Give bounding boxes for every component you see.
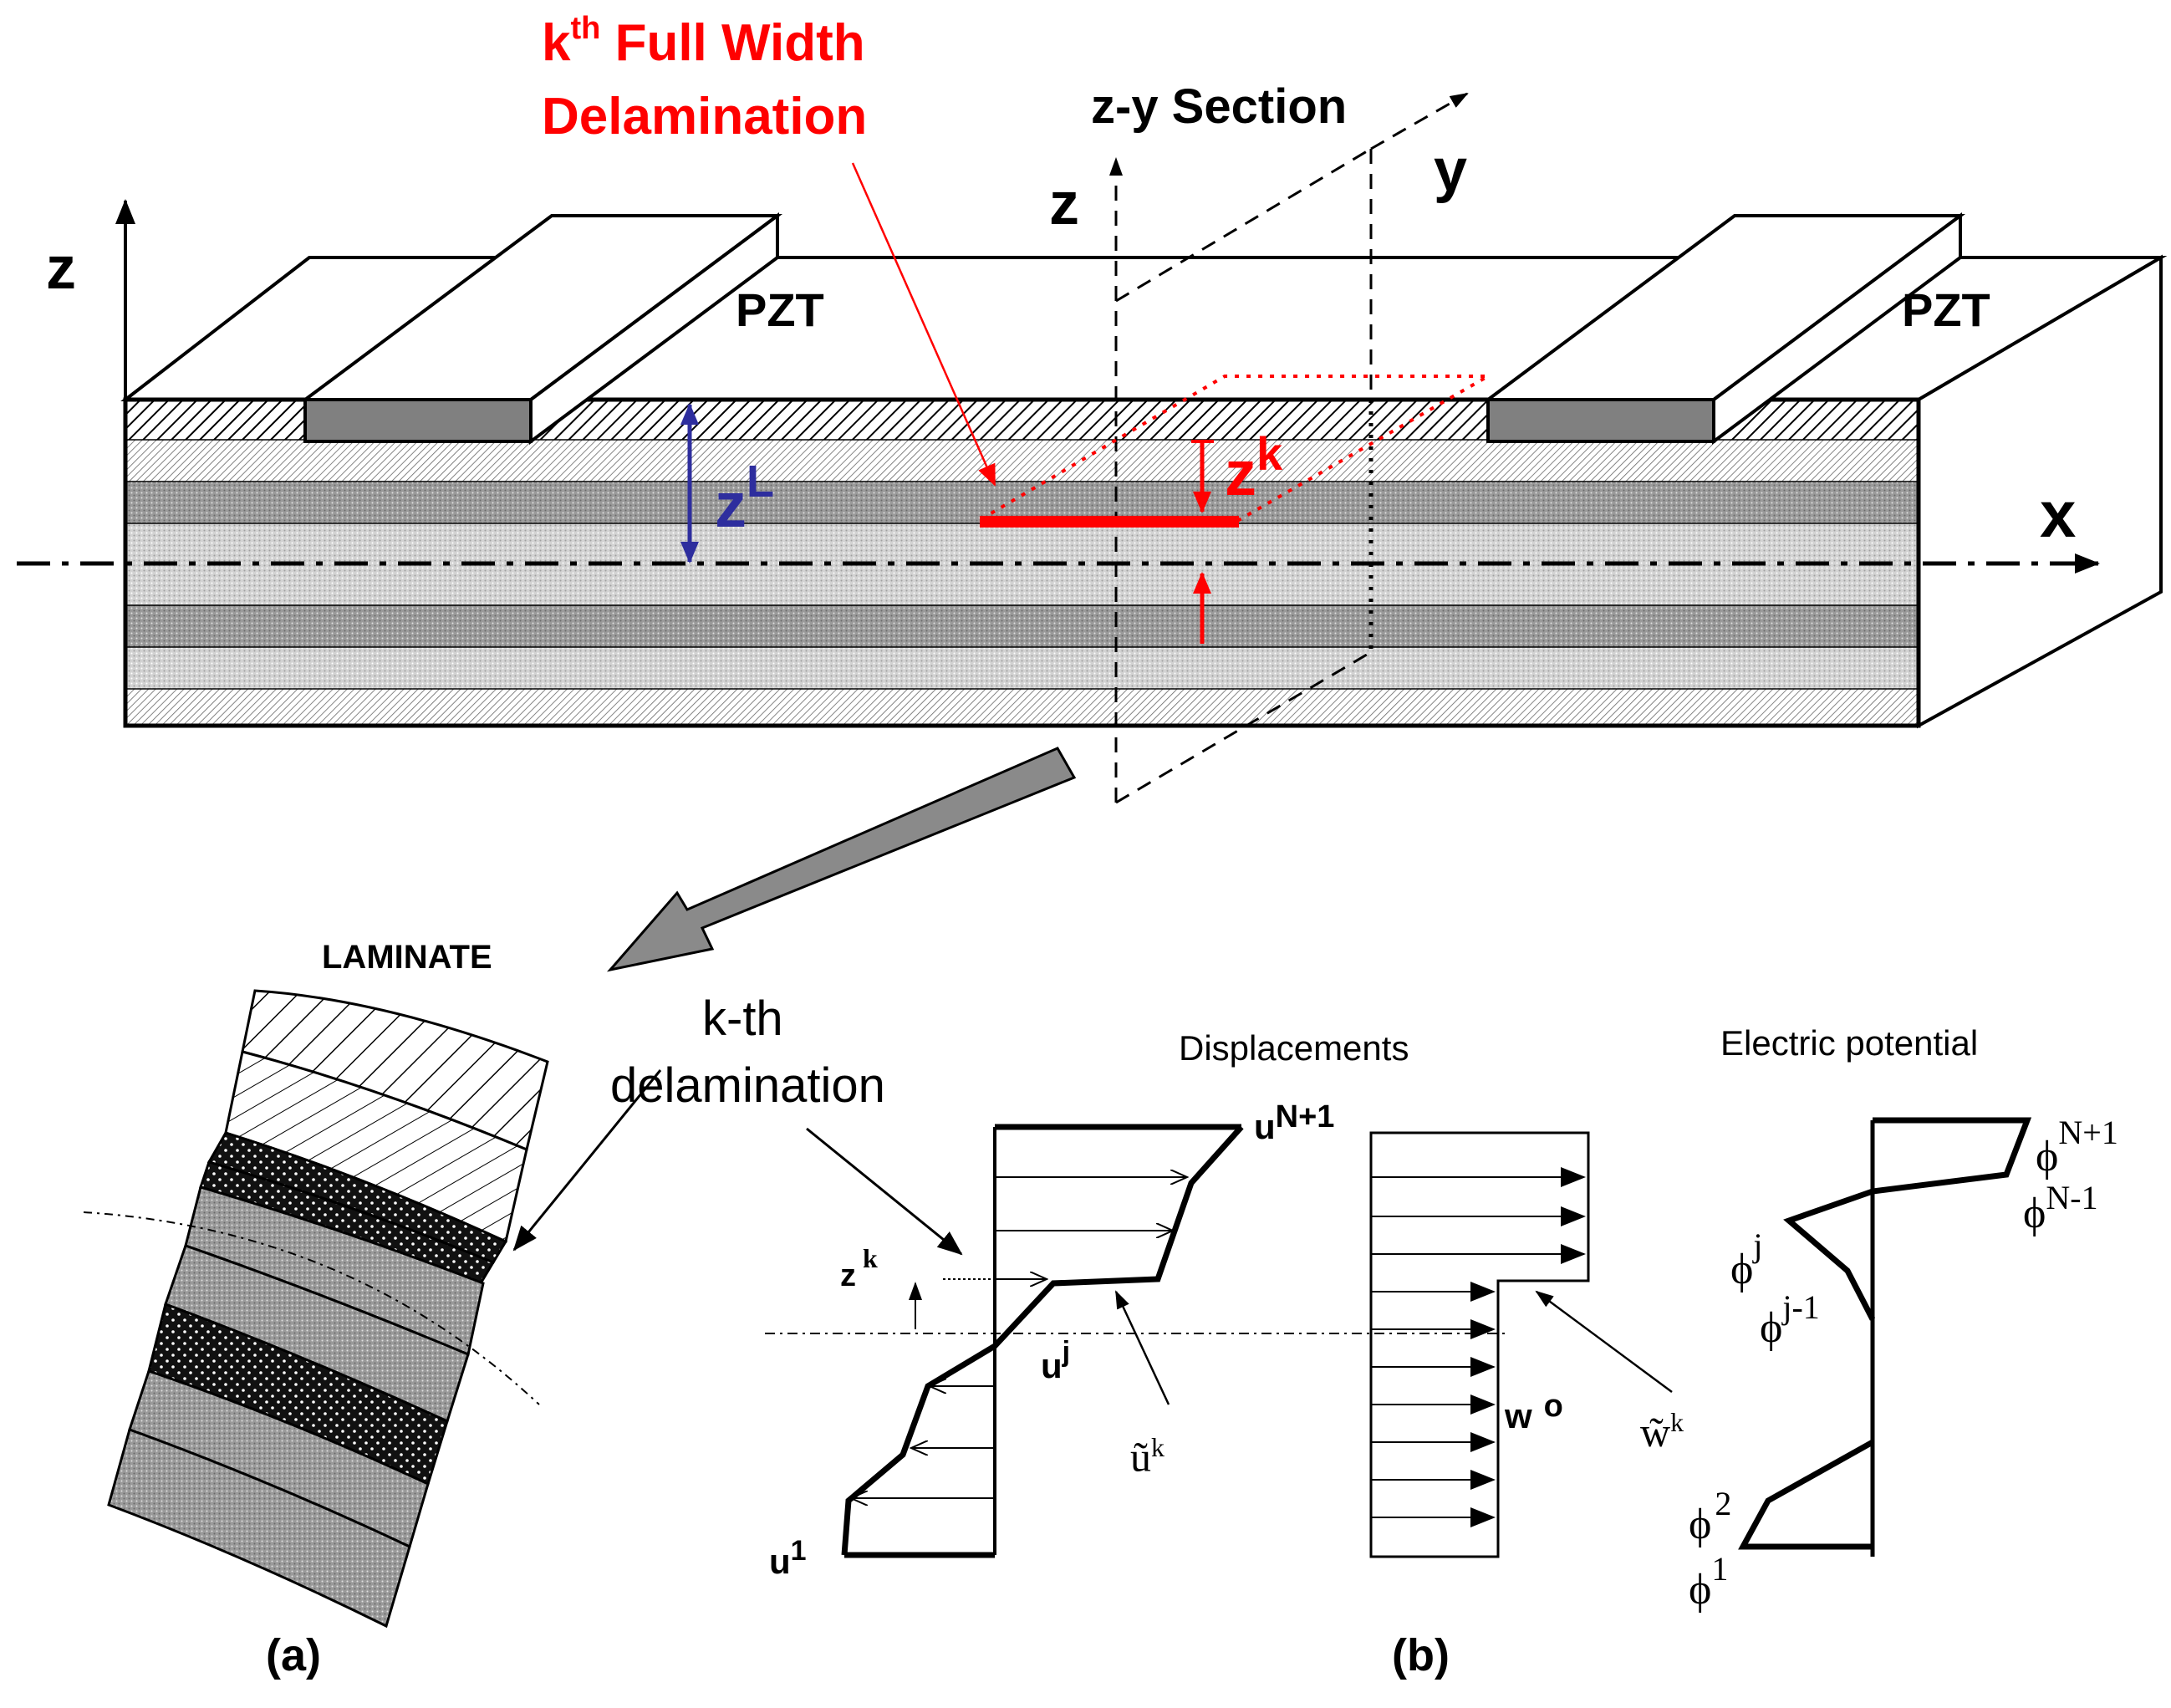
pzt-patch-right: [1482, 212, 1966, 445]
laminate-midline: [83, 1211, 540, 1405]
z-axis-left-label: z: [46, 235, 76, 302]
w-displacement-profile: [1369, 1131, 1590, 1558]
layer-4: [125, 523, 1919, 565]
layer-8: [125, 689, 1919, 726]
u-tilde-pointer: [1114, 1290, 1170, 1405]
zy-section-label: z-y Section: [1091, 79, 1347, 134]
u-displacement-profile: [841, 1124, 1244, 1558]
zoom-arrow: [606, 747, 1077, 972]
pzt-left-label: PZT: [736, 283, 824, 336]
phi-j1-label: ϕj-1: [1760, 1288, 1820, 1352]
zL-label: zL: [715, 456, 774, 541]
phi-j-label: ϕj: [1730, 1226, 1763, 1293]
w-tilde-pointer: [1535, 1290, 1673, 1394]
electric-potential-profile: [1738, 1117, 2032, 1557]
y-axis-section-label: y: [1434, 137, 1467, 204]
displacements-title: Displacements: [1179, 1028, 1409, 1068]
x-axis-label: x: [2040, 477, 2076, 551]
electric-potential-title: Electric potential: [1720, 1023, 1978, 1063]
layer-2: [125, 440, 1919, 482]
pzt-patch-left: [299, 212, 783, 445]
delamination-title-line1: kth Full Width: [542, 11, 865, 72]
pzt-right-label: PZT: [1902, 283, 1990, 336]
u-tilde-label: ũk: [1130, 1432, 1164, 1481]
u-1-label: u1: [769, 1535, 807, 1581]
laminate-title: LAMINATE: [322, 939, 492, 976]
phi-top-label: ϕN+1: [2036, 1114, 2118, 1180]
phi-1-label: ϕ1: [1689, 1550, 1728, 1614]
layer-6: [125, 605, 1919, 647]
layer-7: [125, 647, 1919, 689]
w-tilde-label: w̃k: [1640, 1407, 1684, 1456]
laminate-curved-stack: [107, 989, 549, 1629]
kth-delamination-line1: k-th: [702, 992, 783, 1046]
delamination-region: [973, 375, 1495, 644]
panel-a-label: (a): [266, 1630, 321, 1680]
layer-5: [125, 565, 1919, 605]
phi-n1-label: ϕN-1: [2023, 1179, 2098, 1237]
kth-pointer-a: [512, 1069, 662, 1252]
zk-label: zk: [1225, 427, 1283, 509]
kth-delamination-line2: delamination: [610, 1058, 885, 1113]
z-axis-section-label: z: [1049, 171, 1079, 237]
delamination-pointer-line: [851, 162, 996, 487]
y-axis-section: [1370, 92, 1469, 150]
u-top-label: uN+1: [1254, 1099, 1334, 1146]
u-j-label: uj: [1041, 1336, 1070, 1385]
delamination-title-line2: Delamination: [542, 88, 867, 145]
panel-b-label: (b): [1392, 1630, 1450, 1680]
kth-pointer-b: [806, 1127, 963, 1256]
